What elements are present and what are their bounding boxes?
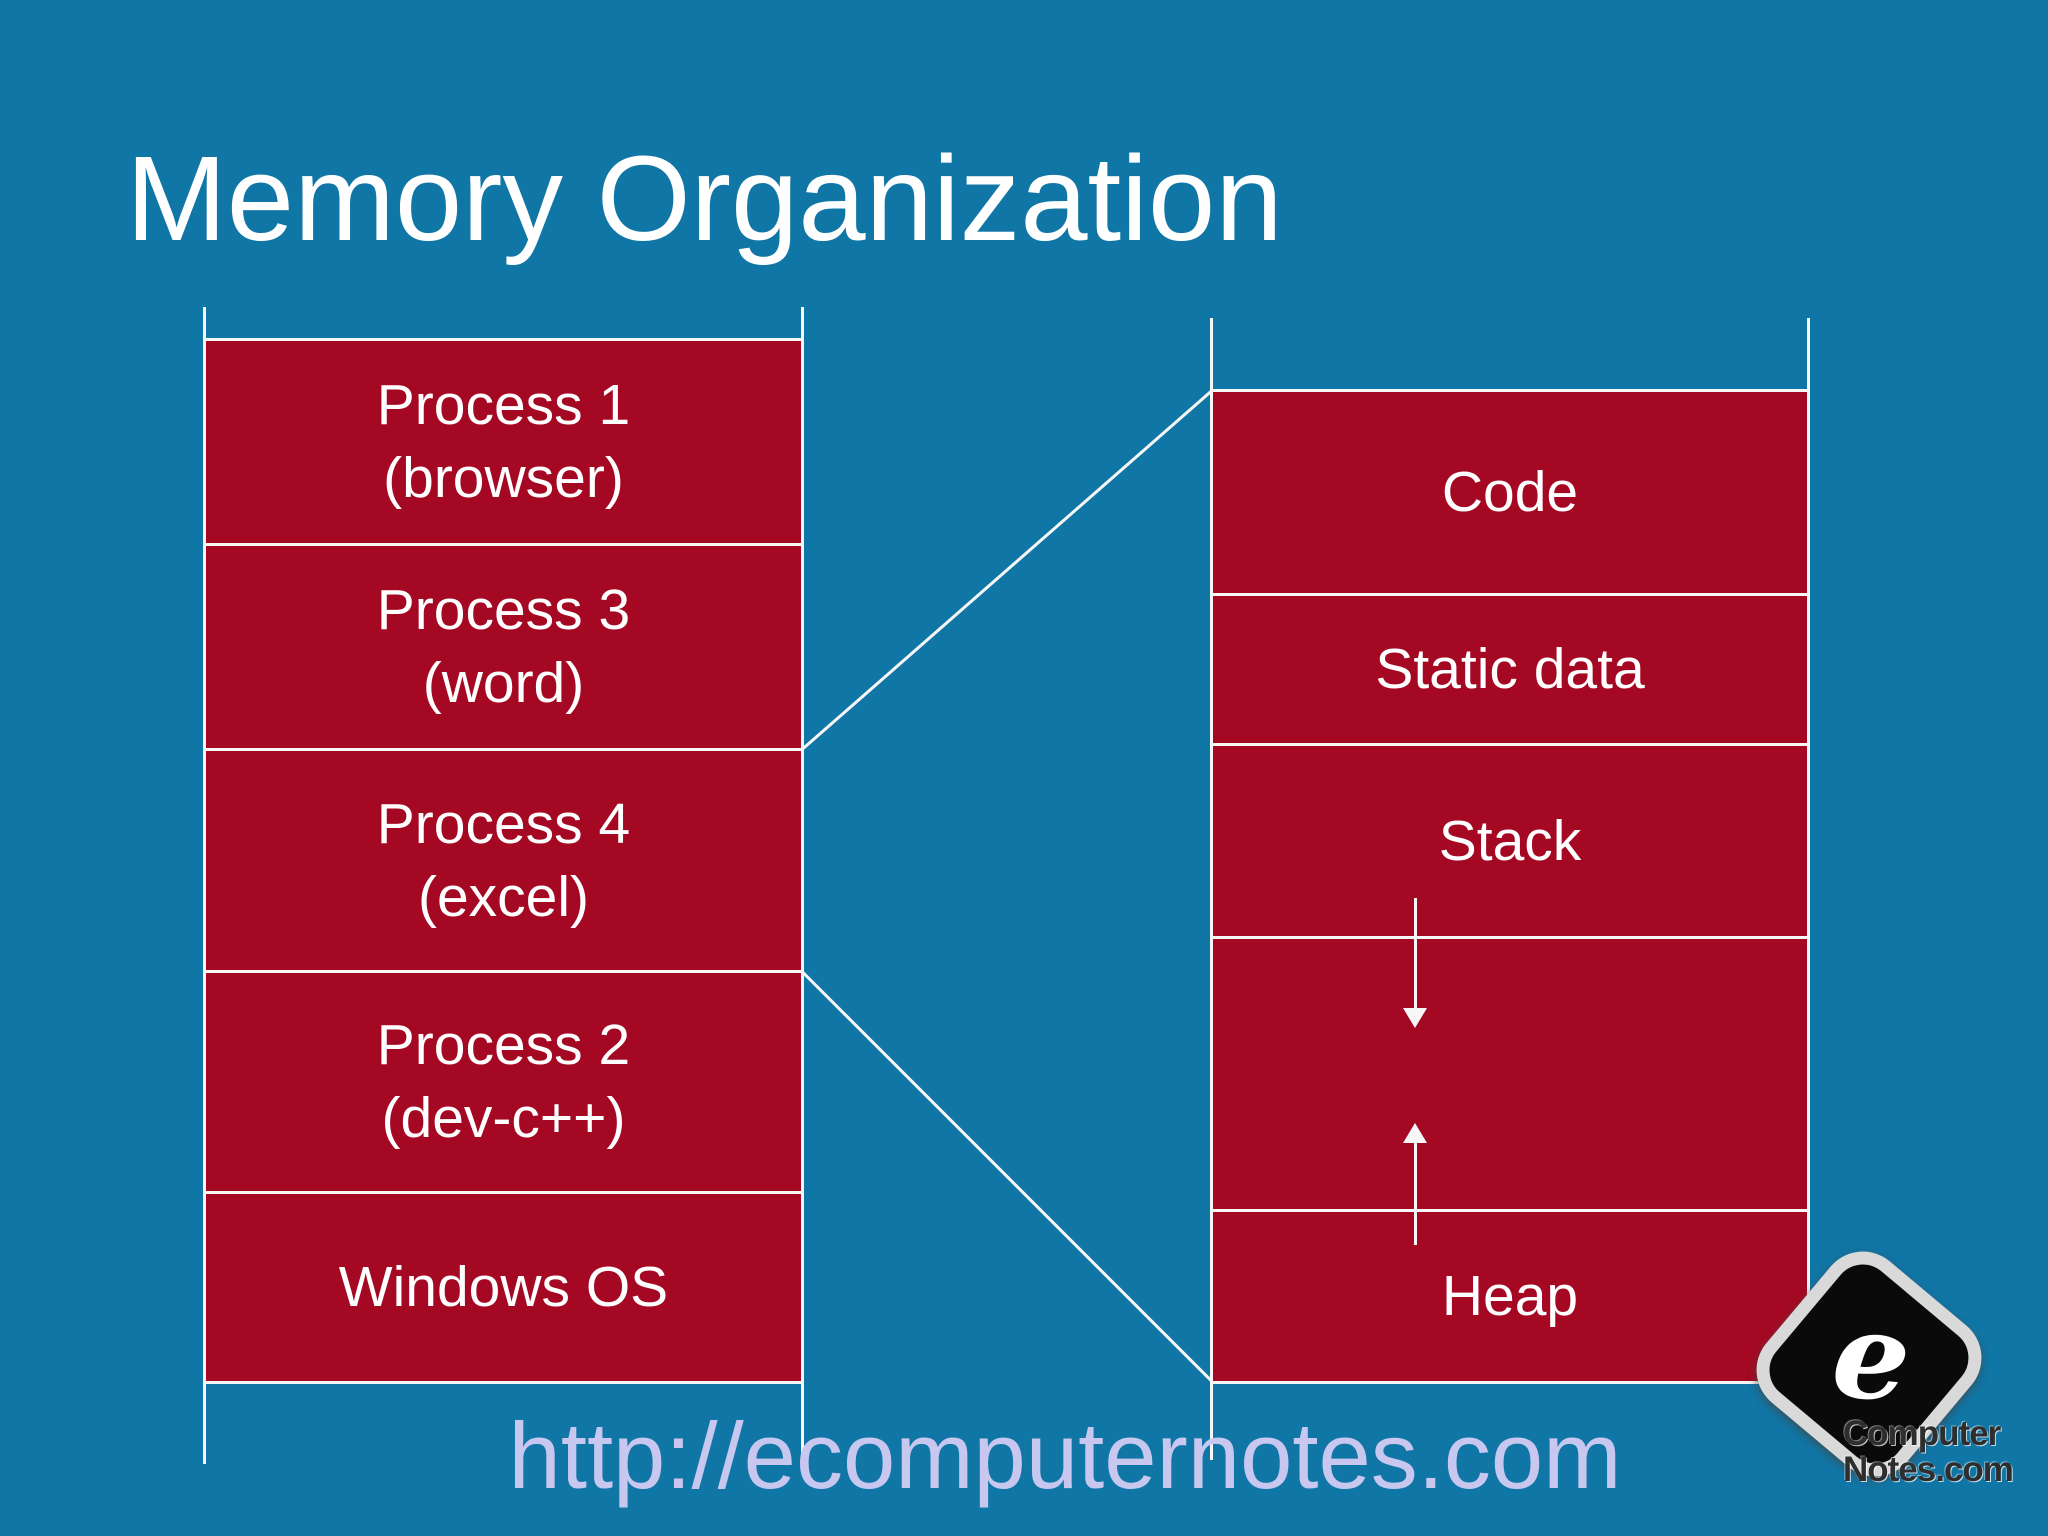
tick-line	[801, 1382, 804, 1462]
memory-box-label: Process 3	[376, 578, 631, 643]
memory-box-label: Stack	[1438, 808, 1582, 873]
page-title: Memory Organization	[126, 130, 1283, 266]
memory-box-label: Heap	[1441, 1264, 1579, 1329]
tick-line	[1210, 1382, 1213, 1460]
tick-line	[203, 1382, 206, 1464]
ecomputernotes-logo: e Computer Notes.com	[1739, 1234, 2045, 1536]
connector-line-bottom	[800, 970, 1214, 1383]
memory-box-label: Static data	[1375, 637, 1645, 702]
logo-wordmark: Computer Notes.com	[1843, 1414, 2043, 1490]
memory-box-label: Process 4	[376, 791, 631, 856]
heap-growth-arrow-up-icon	[1414, 1141, 1417, 1245]
logo-wordmark-line2: Notes.com	[1843, 1450, 2014, 1490]
divider-line	[1213, 743, 1807, 746]
memory-column-address-space: Code Static data Stack Heap	[1210, 389, 1810, 1384]
memory-box-code: Code	[1213, 392, 1807, 593]
divider-line	[206, 970, 801, 973]
tick-line	[1210, 318, 1213, 391]
divider-line	[206, 748, 801, 751]
footer-url: http://ecomputernotes.com	[508, 1403, 1622, 1508]
divider-line	[1213, 1209, 1807, 1212]
tick-line	[801, 307, 804, 340]
memory-box-process-3: Process 3 (word)	[206, 546, 801, 748]
tick-line	[203, 307, 206, 340]
memory-box-stack: Stack	[1213, 746, 1807, 936]
memory-box-label: Process 2	[376, 1013, 631, 1078]
stack-growth-arrow-down-icon	[1414, 898, 1417, 1010]
memory-column-processes: Process 1 (browser) Process 3 (word) Pro…	[203, 338, 804, 1384]
divider-line	[1213, 593, 1807, 596]
tick-line	[1807, 318, 1810, 391]
stack-growth-arrowhead-icon	[1403, 1008, 1427, 1028]
memory-box-process-2: Process 2 (dev-c++)	[206, 973, 801, 1191]
memory-box-windows-os: Windows OS	[206, 1194, 801, 1381]
memory-box-label: Process 1	[376, 373, 631, 438]
memory-box-process-4: Process 4 (excel)	[206, 751, 801, 970]
divider-line	[1213, 936, 1807, 939]
memory-box-label: Code	[1441, 460, 1579, 525]
memory-box-process-1: Process 1 (browser)	[206, 341, 801, 543]
memory-box-label: Windows OS	[338, 1255, 669, 1320]
memory-box-heap: Heap	[1213, 1212, 1807, 1381]
memory-box-label: (browser)	[383, 446, 624, 510]
memory-box-static-data: Static data	[1213, 596, 1807, 743]
memory-box-label: (excel)	[417, 864, 590, 929]
divider-line	[206, 1191, 801, 1194]
logo-wordmark-line1: Computer	[1843, 1414, 2001, 1453]
logo-e-glyph: e	[1826, 1282, 1918, 1431]
heap-growth-arrowhead-icon	[1403, 1123, 1427, 1143]
memory-box-label: (word)	[422, 651, 585, 715]
connector-line-top	[801, 389, 1214, 751]
memory-box-label: (dev-c++)	[381, 1086, 626, 1150]
memory-box-free-space	[1213, 939, 1807, 1209]
divider-line	[206, 543, 801, 546]
